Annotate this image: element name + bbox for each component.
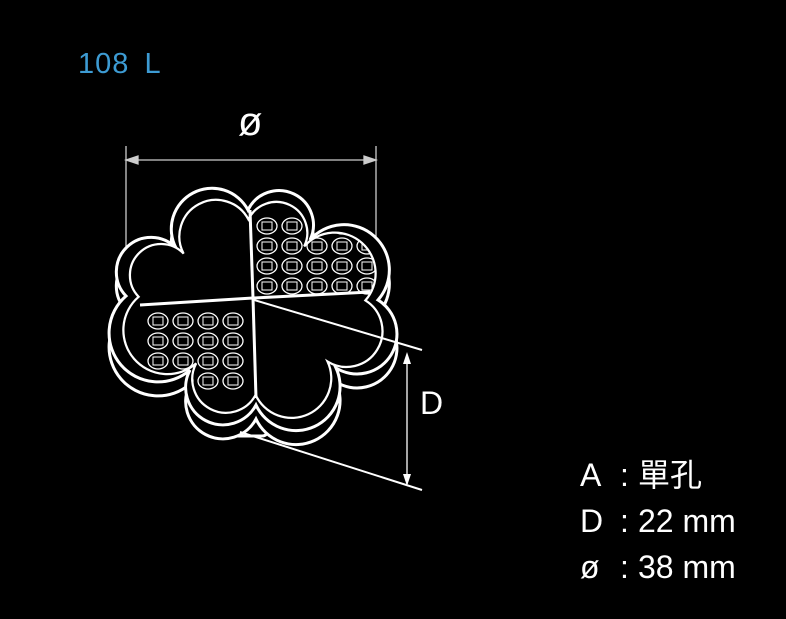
gem-icon (256, 237, 278, 255)
spec-row-diameter: ø:38 mm (580, 544, 736, 590)
gem-icon (281, 237, 303, 255)
gem-icon (147, 332, 169, 350)
gem-icon (331, 237, 353, 255)
gem-icon (222, 352, 244, 370)
spec-key: D (580, 503, 604, 539)
gem-icon (147, 352, 169, 370)
gem-icon (197, 332, 219, 350)
gem-icon (222, 332, 244, 350)
spec-sep: : (620, 549, 629, 585)
gem-icon (256, 257, 278, 275)
gem-icon (197, 312, 219, 330)
gem-icon (172, 312, 194, 330)
gem-icon (172, 352, 194, 370)
gem-icon (331, 257, 353, 275)
gem-icon (306, 257, 328, 275)
gem-icon (147, 312, 169, 330)
gem-icon (222, 372, 244, 390)
gem-icon (197, 352, 219, 370)
spec-list: A:單孔 D:22 mm ø:38 mm (580, 452, 736, 590)
spec-sep: : (620, 503, 629, 539)
quadrant-dividers (139, 209, 371, 399)
spec-row-a: A:單孔 (580, 452, 736, 498)
spec-key: A (580, 457, 602, 493)
spec-sep: : (620, 457, 629, 493)
gem-icon (197, 372, 219, 390)
gem-icon (256, 217, 278, 235)
gem-icon (281, 217, 303, 235)
spec-value: 38 mm (638, 549, 736, 585)
gem-icon (281, 257, 303, 275)
gem-icon (306, 237, 328, 255)
spec-value: 單孔 (638, 457, 703, 493)
spec-value: 22 mm (638, 503, 736, 539)
depth-dimension (239, 299, 423, 491)
spec-key: ø (580, 549, 600, 585)
depth-label: D (420, 385, 444, 421)
diameter-symbol: ø (238, 100, 263, 144)
gem-icon (256, 277, 278, 295)
gem-icon (281, 277, 303, 295)
model-title: 108 L (78, 48, 162, 80)
gem-icon (222, 312, 244, 330)
spec-row-d: D:22 mm (580, 498, 736, 544)
gem-icon (172, 332, 194, 350)
